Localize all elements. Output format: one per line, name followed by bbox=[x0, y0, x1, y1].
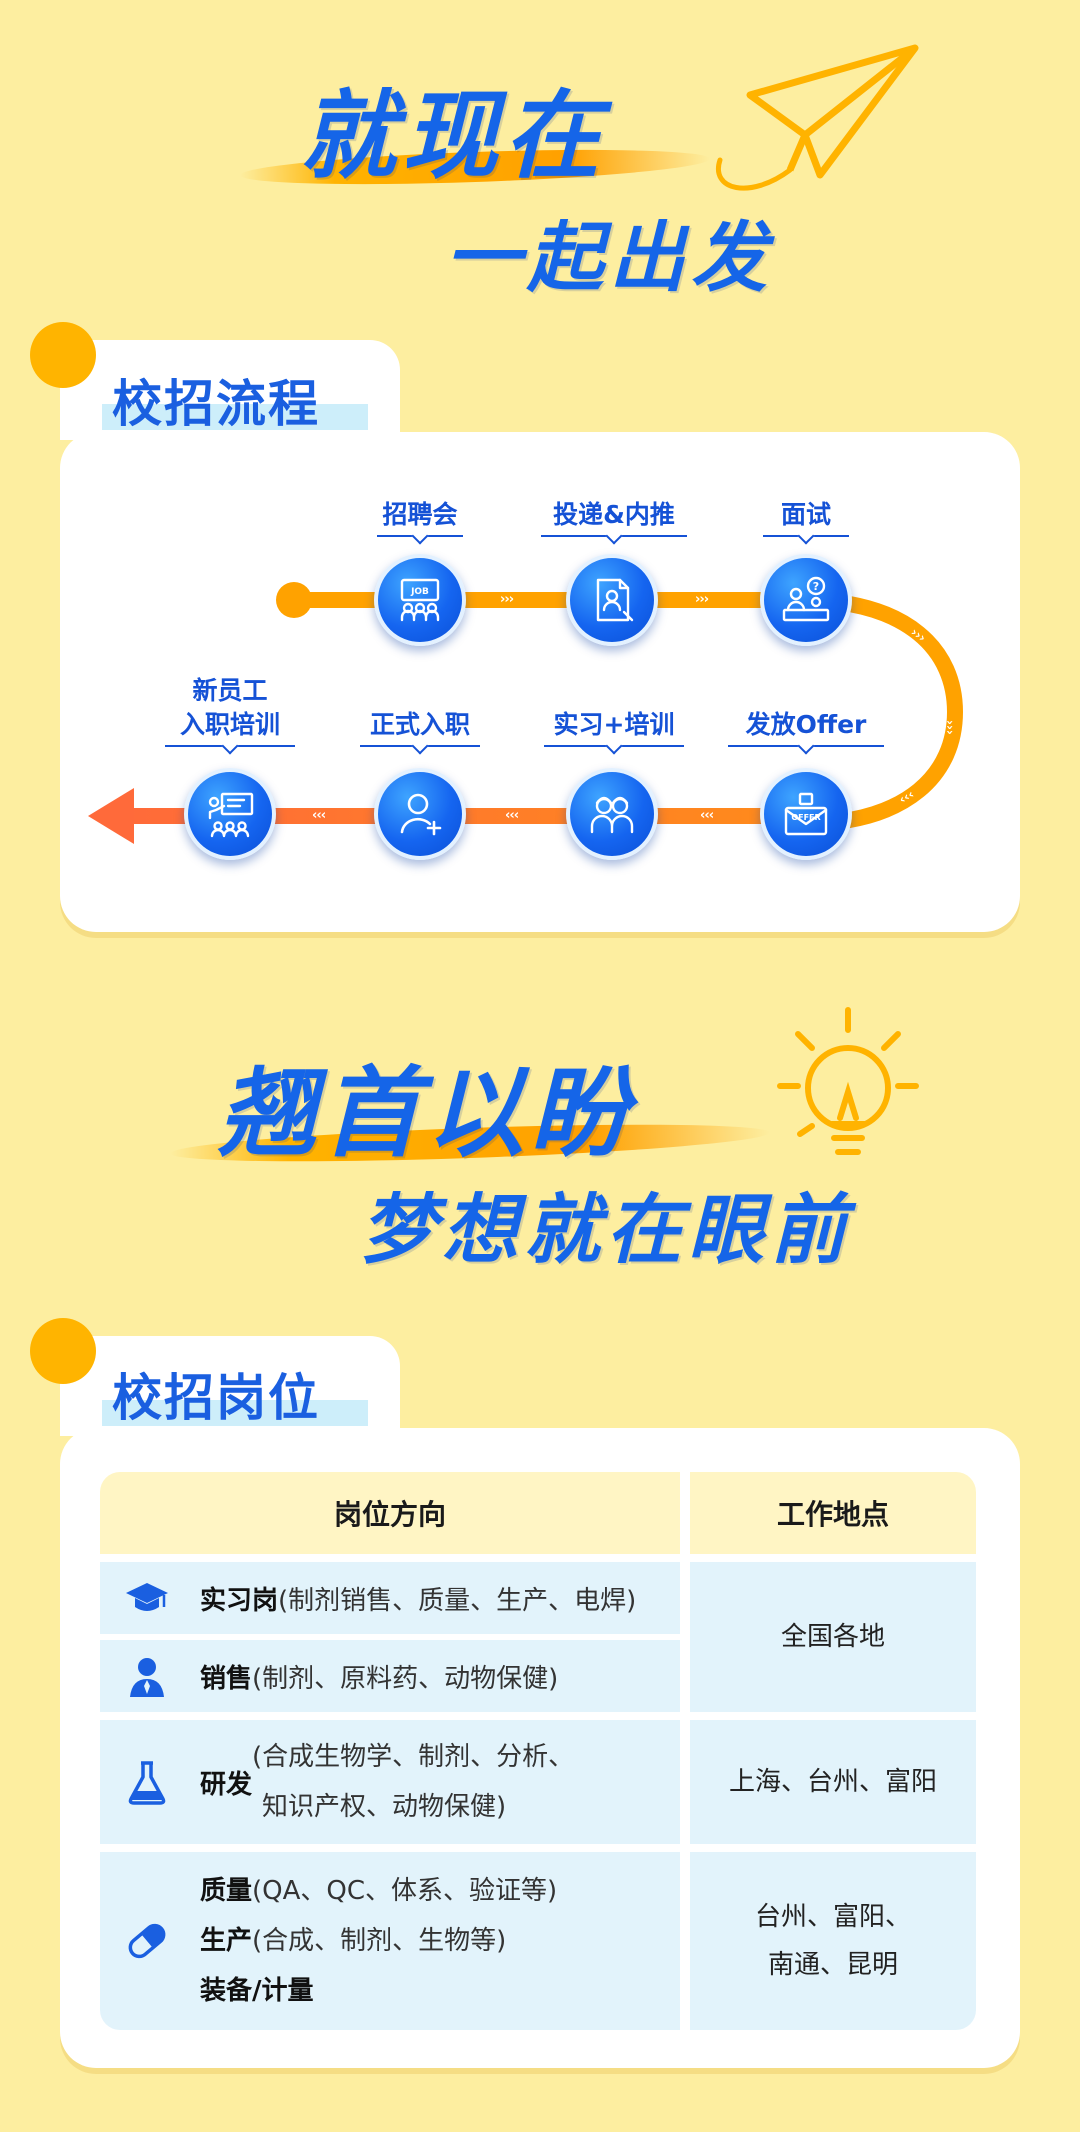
step-label: 入职培训 bbox=[179, 710, 281, 739]
process-track-top bbox=[292, 592, 812, 608]
track-chevron: ››› bbox=[695, 592, 709, 607]
position-name: 装备/计量 bbox=[200, 1976, 314, 2006]
location-line: 南通、昆明 bbox=[767, 1950, 898, 1980]
step-label: 正式入职 bbox=[369, 710, 471, 739]
step-label: 实习+培训 bbox=[553, 710, 675, 739]
step-node-interview: ? bbox=[760, 554, 852, 646]
title-highlight bbox=[102, 404, 368, 430]
graduation-cap-icon bbox=[126, 1583, 168, 1611]
svg-text:JOB: JOB bbox=[410, 587, 429, 597]
hero-title-line2: 一起出发 bbox=[445, 213, 773, 302]
table-row: 实习岗(制剂销售、质量、生产、电焊) bbox=[100, 1562, 680, 1634]
svg-text:‹‹‹: ‹‹‹ bbox=[897, 787, 917, 807]
table-row: 研发 (合成生物学、制剂、分析、 知识产权、动物保健) bbox=[100, 1720, 680, 1844]
position-name: 销售 bbox=[200, 1663, 253, 1694]
table-header-direction: 岗位方向 bbox=[100, 1472, 680, 1554]
flask-icon bbox=[128, 1761, 166, 1805]
light-bulb-icon bbox=[777, 1007, 919, 1155]
track-chevron: ‹‹‹ bbox=[505, 808, 519, 823]
position-detail: (制剂、原料药、动物保健) bbox=[252, 1663, 559, 1694]
position-detail: (QA、QC、体系、验证等) bbox=[252, 1876, 558, 1906]
position-detail: (制剂销售、质量、生产、电焊) bbox=[278, 1585, 637, 1616]
table-row: 质量(QA、QC、体系、验证等) 生产(合成、制剂、生物等) 装备/计量 bbox=[100, 1852, 680, 2030]
table-cell-location: 上海、台州、富阳 bbox=[690, 1720, 976, 1844]
hero2-title-line1: 翘首以盼 bbox=[218, 1057, 635, 1171]
add-user-icon bbox=[400, 793, 442, 836]
location-line: 台州、富阳、 bbox=[754, 1902, 911, 1932]
arrow-left-icon bbox=[88, 788, 134, 844]
step-label: 投递&内推 bbox=[553, 500, 675, 529]
resume-icon bbox=[596, 578, 634, 622]
title-highlight bbox=[102, 1400, 368, 1426]
position-name: 质量 bbox=[200, 1876, 253, 1906]
hero-title-line1: 就现在 bbox=[300, 80, 606, 192]
position-detail: (合成、制剂、生物等) bbox=[252, 1926, 507, 1956]
step-node-internship bbox=[566, 768, 658, 860]
section-title-process: 校招流程 bbox=[112, 375, 320, 433]
decorative-dot bbox=[30, 322, 96, 388]
track-start-dot bbox=[276, 582, 312, 618]
section-title-positions: 校招岗位 bbox=[112, 1369, 320, 1427]
person-icon bbox=[130, 1658, 164, 1697]
position-detail: (合成生物学、制剂、分析、 bbox=[252, 1742, 575, 1772]
step-node-job-fair: JOB bbox=[374, 554, 466, 646]
offer-envelope-icon: OFFER bbox=[784, 792, 828, 836]
step-label: 发放Offer bbox=[745, 710, 867, 739]
hero2-title-line2: 梦想就在眼前 bbox=[360, 1185, 852, 1274]
track-chevron: ››› bbox=[500, 592, 514, 607]
step-node-resume bbox=[566, 554, 658, 646]
step-node-training bbox=[184, 768, 276, 860]
step-label: 面试 bbox=[780, 500, 832, 529]
process-track-curve: ››› ››› ‹‹‹ bbox=[792, 592, 964, 832]
position-name: 研发 bbox=[200, 1769, 253, 1800]
paper-plane-icon bbox=[716, 44, 919, 191]
table-cell-location: 台州、富阳、 南通、昆明 bbox=[690, 1852, 976, 2030]
step-node-offer: OFFER bbox=[760, 768, 852, 860]
track-chevron: ‹‹‹ bbox=[312, 808, 326, 823]
svg-text:OFFER: OFFER bbox=[791, 813, 820, 822]
table-row: 销售(制剂、原料药、动物保健) bbox=[100, 1640, 680, 1712]
svg-text:?: ? bbox=[813, 580, 819, 593]
position-detail: 知识产权、动物保健) bbox=[262, 1792, 507, 1822]
position-name: 实习岗 bbox=[200, 1585, 279, 1616]
table-cell-location: 全国各地 bbox=[690, 1562, 976, 1712]
position-name: 生产 bbox=[200, 1926, 253, 1956]
job-fair-icon: JOB bbox=[400, 578, 440, 622]
presentation-icon bbox=[208, 792, 254, 838]
decorative-dot bbox=[30, 1318, 96, 1384]
table-header-location: 工作地点 bbox=[690, 1472, 976, 1554]
step-node-onboard bbox=[374, 768, 466, 860]
step-label: 新员工 bbox=[192, 676, 268, 705]
trainees-icon bbox=[590, 796, 634, 834]
step-label: 招聘会 bbox=[382, 500, 458, 529]
track-chevron: ‹‹‹ bbox=[700, 808, 714, 823]
capsule-icon bbox=[128, 1923, 166, 1959]
svg-text:›››: ››› bbox=[943, 720, 957, 735]
svg-text:›››: ››› bbox=[908, 625, 928, 645]
interview-icon: ? bbox=[782, 576, 830, 622]
